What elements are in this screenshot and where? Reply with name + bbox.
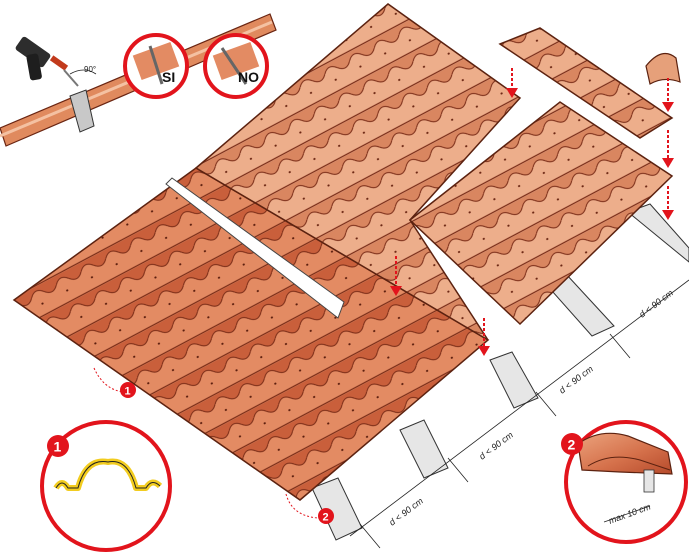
- arrow-down-1: [506, 68, 518, 98]
- dimension-label-2: d < 90 cm: [477, 429, 515, 461]
- badge-yes: SI: [123, 33, 189, 99]
- dimension-lines: [349, 279, 689, 549]
- arrow-down-4: [662, 186, 674, 220]
- angle-label: 90°: [84, 65, 96, 74]
- badge-no: NO: [203, 33, 269, 99]
- arrow-down-2: [662, 78, 674, 112]
- callout-marker-2: 2: [285, 493, 334, 524]
- battens: [311, 203, 689, 541]
- detail-1-number: 1: [54, 439, 62, 455]
- arrow-down-6: [478, 318, 490, 356]
- dimension-label-4: d < 90 cm: [637, 287, 675, 319]
- dimension-label-3: d < 90 cm: [557, 363, 595, 395]
- dimension-label-1: d < 90 cm: [387, 495, 425, 527]
- loose-tile-row: [498, 27, 674, 139]
- arrow-down-5: [390, 256, 402, 296]
- batten-5: [627, 203, 689, 263]
- badge-no-label: NO: [238, 69, 259, 85]
- roof-tiles-upper: [194, 3, 522, 341]
- roof-tiles-right: [408, 101, 674, 326]
- batten-2: [399, 419, 449, 479]
- batten-3: [489, 351, 539, 409]
- callout-marker-1-label: 1: [125, 386, 131, 398]
- fascia-board: [165, 177, 345, 319]
- arrow-down-3: [662, 130, 674, 168]
- detail-2-inset: max 10 cm 2: [561, 420, 688, 544]
- placement-arrows: [390, 68, 674, 356]
- batten-1: [311, 477, 363, 541]
- drill-icon: [15, 36, 79, 87]
- callout-marker-2-label: 2: [323, 512, 329, 524]
- fixing-bracket: [69, 89, 95, 133]
- badge-yes-label: SI: [162, 69, 175, 85]
- callout-marker-1: 1: [93, 367, 136, 398]
- detail-2-number: 2: [568, 437, 576, 453]
- detail-1-inset: 1: [40, 420, 172, 552]
- ridge-tile: [645, 52, 681, 85]
